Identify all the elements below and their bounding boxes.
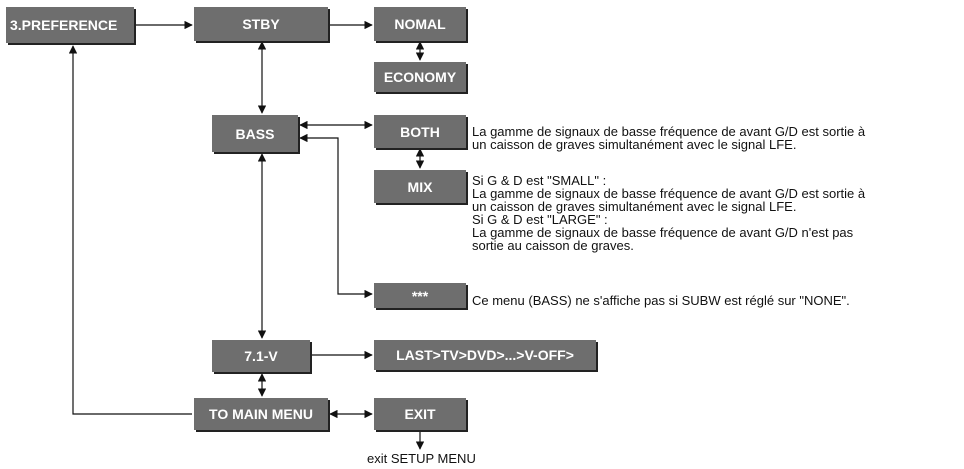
description-mix-line: Si G & D est "SMALL" : bbox=[472, 173, 607, 188]
description-mix-line: Si G & D est "LARGE" : bbox=[472, 212, 608, 227]
node-mix: MIX bbox=[374, 170, 466, 203]
description-mix: Si G & D est "SMALL" : La gamme de signa… bbox=[472, 174, 865, 252]
description-both: La gamme de signaux de basse fréquence d… bbox=[472, 125, 865, 151]
description-mix-line: La gamme de signaux de basse fréquence d… bbox=[472, 186, 866, 201]
node-preference: 3.PREFERENCE bbox=[6, 7, 134, 43]
node-last-chain: LAST>TV>DVD>...>V-OFF> bbox=[374, 340, 596, 370]
description-mix-line: un caisson de graves simultanément avec … bbox=[472, 199, 797, 214]
description-both-line: La gamme de signaux de basse fréquence d… bbox=[472, 124, 866, 139]
node-to-main-menu: TO MAIN MENU bbox=[194, 398, 328, 430]
node-economy: ECONOMY bbox=[374, 62, 466, 92]
description-mix-line: La gamme de signaux de basse fréquence d… bbox=[472, 225, 854, 240]
description-both-line: un caisson de graves simultanément avec … bbox=[472, 137, 797, 152]
description-stars-line: Ce menu (BASS) ne s'affiche pas si SUBW … bbox=[472, 293, 850, 308]
node-stby: STBY bbox=[194, 7, 328, 41]
description-mix-line: sortie au caisson de graves. bbox=[472, 238, 634, 253]
node-bass: BASS bbox=[212, 115, 298, 152]
node-71v: 7.1-V bbox=[212, 340, 310, 372]
node-both: BOTH bbox=[374, 115, 466, 148]
exit-caption: exit SETUP MENU bbox=[367, 451, 476, 466]
node-nomal: NOMAL bbox=[374, 7, 466, 41]
description-stars: Ce menu (BASS) ne s'affiche pas si SUBW … bbox=[472, 294, 850, 307]
node-stars: *** bbox=[374, 283, 466, 308]
arrow-bass-stars bbox=[299, 133, 373, 299]
node-exit: EXIT bbox=[374, 398, 466, 430]
arrow-mainmenu-to-preference bbox=[68, 45, 192, 415]
